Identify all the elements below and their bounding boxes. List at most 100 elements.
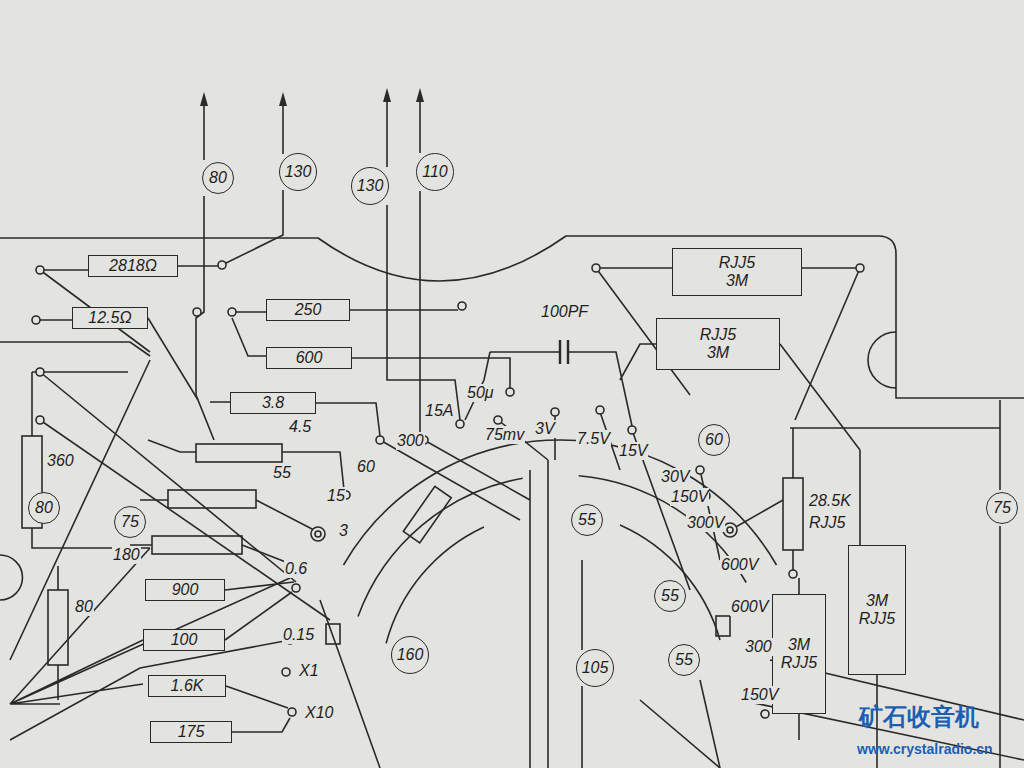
switch-contact <box>716 616 730 636</box>
terminal-label: 7.5V <box>576 430 611 448</box>
terminal <box>596 406 604 414</box>
callout-number: 110 <box>422 163 448 181</box>
left-wires <box>0 266 330 740</box>
terminal <box>376 436 384 444</box>
resistor-value: RJJ5 3M <box>688 326 748 361</box>
switch-arc <box>386 525 720 643</box>
resistor-box: 3.8 <box>230 392 316 414</box>
terminal-label: 80 <box>74 598 94 616</box>
terminal <box>456 420 464 428</box>
resistor-value: 900 <box>172 581 199 599</box>
resistor-box: RJJ5 3M <box>672 248 802 296</box>
terminal-label: 15A <box>424 402 454 420</box>
resistor-box: 12.5Ω <box>72 307 148 329</box>
terminal <box>494 416 502 424</box>
callout-number: 80 <box>209 169 227 187</box>
terminal <box>315 531 321 537</box>
terminal-label: X1 <box>298 662 320 680</box>
resistor-symbol <box>403 486 451 543</box>
board-outline <box>0 236 1024 398</box>
terminals <box>32 261 864 718</box>
callout-number: 75 <box>993 499 1011 517</box>
arrowhead <box>200 92 208 106</box>
arrowhead <box>279 92 287 106</box>
terminal-label: 300V <box>686 514 725 532</box>
resistor-box: 900 <box>145 579 225 601</box>
callout-circle: 75 <box>986 492 1018 524</box>
terminal-label: 0.15 <box>282 626 315 644</box>
terminal-label: 4.5 <box>288 418 312 436</box>
resistor-symbol <box>168 490 256 508</box>
callout-number: 160 <box>397 646 424 664</box>
terminal-label: X10 <box>304 704 334 722</box>
terminal-label: 600V <box>730 598 769 616</box>
terminal-label: RJJ5 <box>808 514 846 532</box>
terminal-label: 300 <box>744 638 773 656</box>
callout-number: 55 <box>675 651 693 669</box>
watermark: 矿石收音机 <box>858 704 980 730</box>
terminal-label: 30V <box>660 468 690 486</box>
resistor-box: 100 <box>143 629 225 651</box>
terminal <box>282 668 290 676</box>
arrowhead <box>416 88 424 102</box>
board-hole <box>0 555 23 600</box>
callout-number: 75 <box>121 513 139 531</box>
terminal <box>628 426 636 434</box>
terminal-label: 150V <box>740 686 779 704</box>
resistor-value: 175 <box>178 723 205 741</box>
resistor-value: 100 <box>171 631 198 649</box>
arrowhead <box>383 88 391 102</box>
callout-circle: 60 <box>698 424 730 456</box>
terminal-label: 3V <box>534 420 556 438</box>
capacitor-plates <box>560 340 568 364</box>
switch-contact <box>326 624 340 644</box>
terminal-label: 150V <box>670 488 709 506</box>
terminal-label: 15V <box>618 442 648 460</box>
resistor-value: 12.5Ω <box>88 309 131 327</box>
terminal-label: 600V <box>720 556 759 574</box>
resistor-value: 2818Ω <box>109 257 157 275</box>
board-notch <box>868 332 896 388</box>
resistor-symbol <box>152 536 242 554</box>
terminal <box>727 527 733 533</box>
switch-arc <box>358 476 746 617</box>
callout-number: 55 <box>578 511 596 529</box>
callout-circle: 130 <box>351 167 390 206</box>
terminal-label: 55 <box>272 464 292 482</box>
callout-circle: 55 <box>571 504 603 536</box>
resistor-wires <box>130 310 510 732</box>
callout-number: 55 <box>661 587 679 605</box>
terminal <box>292 584 300 592</box>
terminal-label: 28.5K <box>808 492 852 510</box>
wire-group <box>0 96 1024 768</box>
terminal <box>36 416 44 424</box>
terminal-label: 300 <box>396 432 425 450</box>
resistor-box: 175 <box>150 721 232 743</box>
resistor-value: 3M RJJ5 <box>779 636 819 671</box>
terminal-label: 360 <box>46 452 75 470</box>
terminal-label: 60 <box>356 458 376 476</box>
resistor-box: 250 <box>266 299 350 321</box>
callout-circle: 105 <box>576 649 615 688</box>
terminal <box>36 266 44 274</box>
switch-leads <box>320 460 720 768</box>
right-wires <box>465 268 1024 768</box>
terminal-label: 75mv <box>484 426 525 444</box>
terminal <box>458 302 466 310</box>
resistor-box: 3M RJJ5 <box>772 594 826 714</box>
terminal <box>193 308 201 316</box>
callout-circle: 130 <box>279 153 318 192</box>
terminal <box>856 264 864 272</box>
callout-number: 80 <box>35 499 53 517</box>
terminal-label: 180 <box>112 546 141 564</box>
terminal-label: 50μ <box>466 384 495 402</box>
callout-number: 130 <box>285 163 312 181</box>
terminal <box>551 408 559 416</box>
resistor-box: RJJ5 3M <box>656 318 780 370</box>
terminal <box>696 466 704 474</box>
callout-circle: 80 <box>28 492 60 524</box>
switch-arc <box>344 440 777 565</box>
resistor-value: 600 <box>296 349 323 367</box>
resistor-box: 1.6K <box>148 675 226 697</box>
